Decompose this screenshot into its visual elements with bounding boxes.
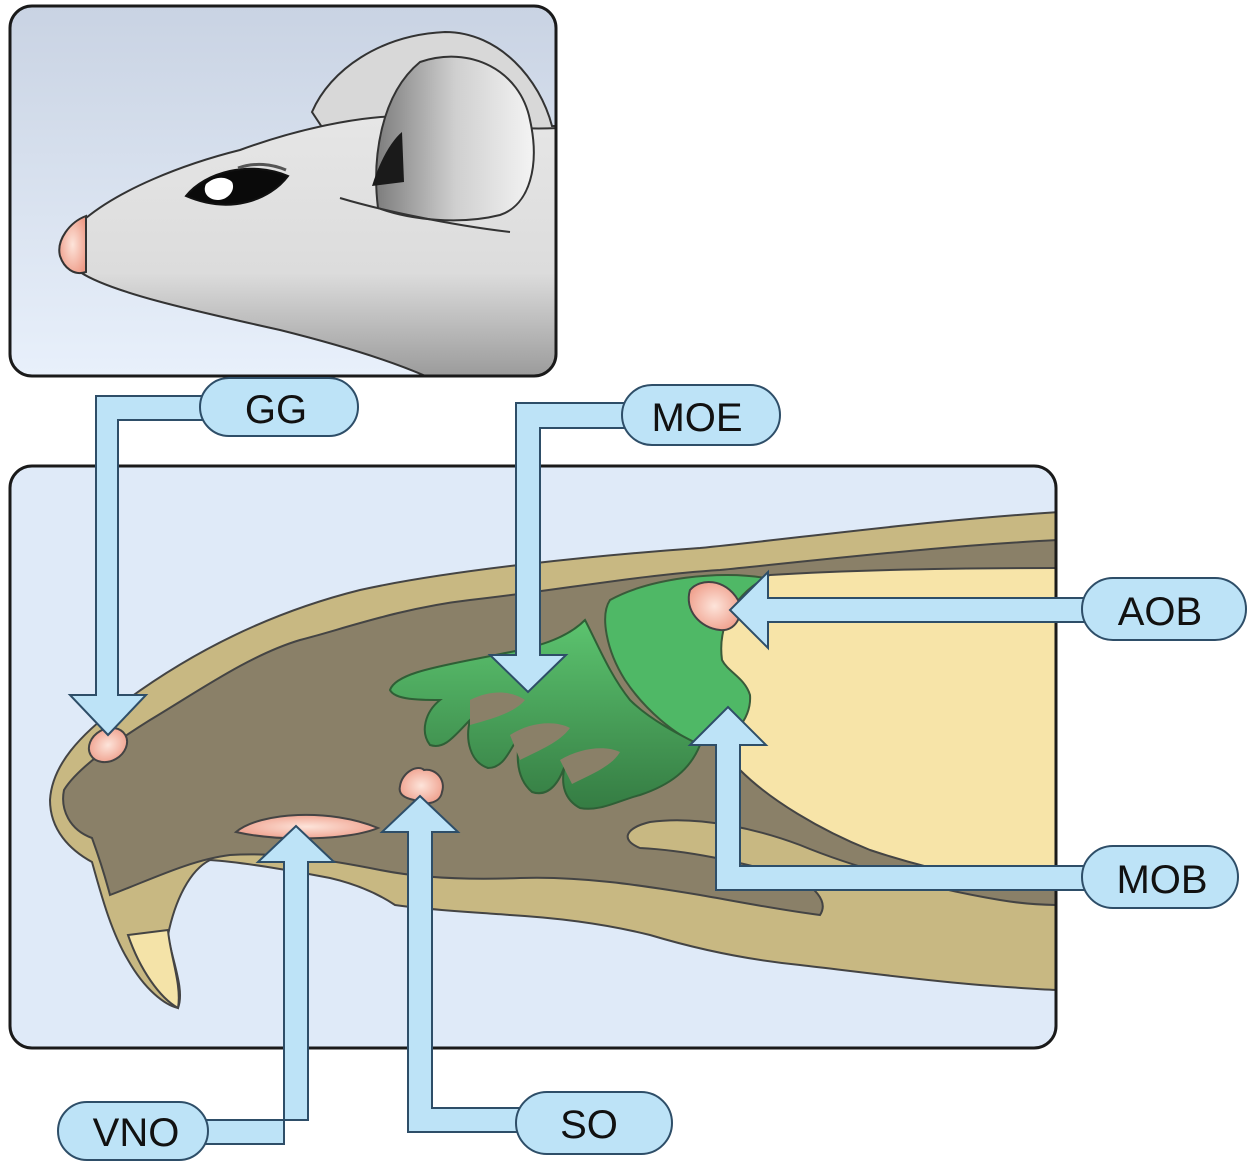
label-mob-text: MOB [1116,858,1207,902]
label-vno-text: VNO [93,1111,180,1155]
label-aob: AOB [1082,578,1246,640]
label-moe-text: MOE [651,396,742,440]
label-so-text: SO [560,1103,618,1147]
label-moe: MOE [622,385,780,445]
label-gg: GG [200,378,358,436]
label-aob-text: AOB [1118,590,1202,634]
label-mob: MOB [1082,846,1238,908]
label-vno: VNO [58,1102,208,1160]
mouse-head-panel [10,6,560,378]
label-so: SO [516,1092,672,1154]
label-gg-text: GG [245,388,307,432]
